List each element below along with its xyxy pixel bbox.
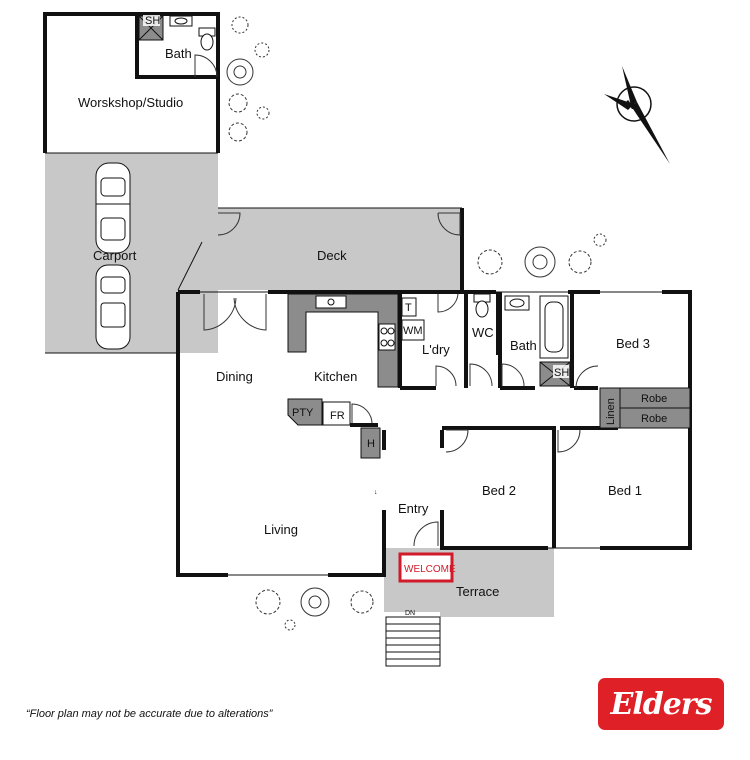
stairs [385,616,441,667]
svg-text:N: N [626,98,635,112]
bed2-label: Bed 2 [482,483,516,498]
robe-2-label: Robe [641,413,667,425]
dn-label: DN [405,610,415,617]
sink-icon [504,295,530,311]
pty-label: PTY [292,407,314,419]
compass-icon: N [604,66,670,164]
terrace-label: Terrace [456,584,499,599]
carport-area [45,153,218,353]
house-walls [176,290,692,577]
sink-icon [315,295,347,309]
robe-1-label: Robe [641,393,667,405]
bed1-label: Bed 1 [608,483,642,498]
robe-2 [619,407,691,429]
toilet-top-icon [198,27,216,51]
laundry-walls [398,292,468,390]
washing-machine [401,319,425,341]
elders-logo: Elders [598,678,724,730]
step-arrow: ↓ [374,489,378,496]
fr-label: FR [330,410,345,422]
sh-top-bg [143,15,160,26]
welcome-label: WELCOME [404,564,456,575]
car-icon [95,162,131,254]
fridge [322,401,351,426]
toilet-icon [473,293,491,318]
bathtub-icon [539,295,569,359]
sh-label: SH [554,367,569,379]
t-label: T [405,302,412,314]
entry-label: Entry [398,501,429,516]
elders-logo-text: Elders [610,686,712,722]
pantry [287,398,323,426]
living-label: Living [264,522,298,537]
dining-label: Dining [216,369,253,384]
wc-label: WC [472,325,494,340]
welcome-mat [398,552,454,583]
workshop-walls [43,12,220,354]
h-label: H [367,438,375,450]
linen-label: Linen [605,398,617,425]
sh-top-label: SH [145,15,160,27]
hwc [360,427,381,459]
laundry-label: L'dry [422,342,450,357]
vanity-top-icon [169,15,193,27]
tub-box [401,297,417,317]
stove-icon [378,323,396,351]
bed3-label: Bed 3 [616,336,650,351]
tree-icon [226,16,607,631]
bath-top-label: Bath [165,46,192,61]
carport-label: Carport [93,248,137,263]
workshop-label: Worskshop/Studio [78,95,183,110]
bath-label: Bath [510,338,537,353]
kitchen-label: Kitchen [314,369,357,384]
car-icon [95,264,131,350]
wm-label: WM [403,325,423,337]
disclaimer-text: “Floor plan may not be accurate due to a… [26,708,273,720]
deck-label: Deck [317,248,347,263]
deck-walls [177,207,464,291]
deck-area [178,208,462,290]
